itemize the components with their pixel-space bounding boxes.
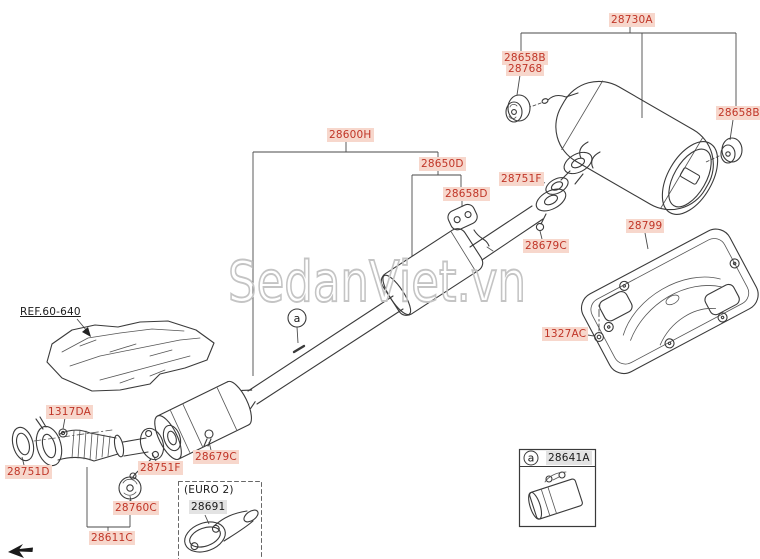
callout-euro2-title: (EURO 2) — [184, 484, 234, 496]
callout-gasket-rear: 28751F — [499, 172, 544, 186]
center-muffler-pipe-drawing — [154, 188, 567, 461]
callout-gasket-mid: 28751F — [138, 461, 183, 475]
callout-center-pipe-assy: 28600H — [327, 128, 374, 142]
callout-heat-shield-ref: REF.60-640 — [20, 306, 81, 318]
callout-clamp: 28641A — [546, 451, 592, 465]
callout-hanger-pipe: 28760C — [113, 501, 159, 515]
a-marker-diagram: a — [287, 308, 307, 328]
svg-text:a: a — [294, 312, 301, 325]
callout-bolt-rear: 28679C — [523, 239, 569, 253]
underfloor-heat-shield-drawing — [46, 320, 215, 392]
watermark-text: SedanViet.vn — [228, 250, 526, 315]
callout-euro2-pipe: 28691 — [189, 500, 228, 514]
rear-muffler-drawing — [505, 80, 743, 215]
legend-a-marker: a — [528, 452, 535, 465]
legend-box: a — [518, 448, 597, 528]
rear-heat-protector-drawing — [580, 228, 759, 375]
callout-bolt-mid: 28679C — [193, 450, 239, 464]
euro2-box — [178, 481, 262, 559]
front-pipe-drawing — [11, 416, 214, 500]
clamp-drawing — [528, 471, 583, 520]
callout-muffler-assy: 28730A — [609, 13, 655, 27]
callout-hanger-front: 28658B — [502, 51, 548, 65]
callout-leader-lines — [21, 26, 737, 531]
euro2-pipe-drawing — [184, 509, 259, 553]
callout-nut-flange: 1317DA — [46, 405, 94, 419]
callout-hanger-rear: 28658B — [716, 106, 760, 120]
callout-bolt-protector: 1327AC — [542, 327, 589, 341]
callout-gasket-front: 28751D — [5, 465, 52, 479]
callout-center-muffler: 28650D — [419, 157, 466, 171]
callout-hanger-center: 28658D — [443, 187, 490, 201]
callout-hanger-front-alt: 28768 — [506, 62, 545, 76]
fr-direction-arrow — [8, 544, 33, 558]
callout-heat-protector: 28799 — [626, 219, 665, 233]
callout-front-pipe: 28611C — [89, 531, 135, 545]
